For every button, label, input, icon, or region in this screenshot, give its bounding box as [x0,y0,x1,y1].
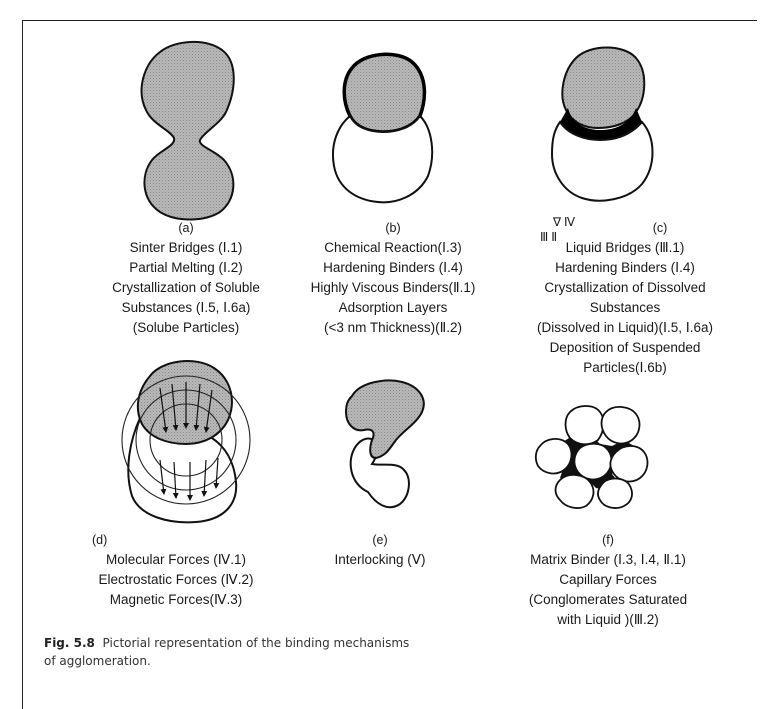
panel-d-line-1: Molecular Forces (Ⅳ.1) [66,550,286,570]
panel-e-tag: (e) [300,530,460,550]
panel-b-text: (b) Chemical Reaction(Ⅰ.3) Hardening Bin… [288,218,498,338]
molecular-forces-particles [122,361,250,522]
panel-a-tag: (a) [86,218,286,238]
panel-c-line-2: Hardening Binders (Ⅰ.4) [505,258,745,278]
panel-b-line-2: Hardening Binders (Ⅰ.4) [288,258,498,278]
caption-line-1: Pictorial representation of the binding … [103,636,410,650]
panel-a-line-4: Substances (Ⅰ.5, Ⅰ.6a) [86,298,286,318]
chemical-reaction-particles [333,54,432,202]
panel-a-line-3: Crystallization of Soluble [86,278,286,298]
panel-e-line-1: Interlocking (Ⅴ) [300,550,460,570]
panel-c-tag: (c) [505,218,745,238]
panel-c-text: (c) Liquid Bridges (Ⅲ.1) Hardening Binde… [505,218,745,378]
panel-b-line-3: Highly Viscous Binders(Ⅱ.1) [288,278,498,298]
panel-f-tag: (f) [488,530,728,550]
panel-b-line-4: Adsorption Layers [288,298,498,318]
panel-d-text: (d) Molecular Forces (Ⅳ.1) Electrostatic… [66,530,286,610]
panel-a-text: (a) Sinter Bridges (Ⅰ.1) Partial Melting… [86,218,286,338]
panel-f-line-2: Capillary Forces [488,570,728,590]
panel-d-line-2: Electrostatic Forces (Ⅳ.2) [66,570,286,590]
panel-f-line-4: with Liquid )(Ⅲ.2) [488,610,728,630]
panel-c-line-6: Deposition of Suspended [505,338,745,358]
sinter-bridge-particles [142,42,234,220]
panel-d-line-3: Magnetic Forces(Ⅳ.3) [66,590,286,610]
panel-c-line-1: Liquid Bridges (Ⅲ.1) [505,238,745,258]
caption-line-2: of agglomeration. [44,652,409,670]
panel-c-line-3: Crystallization of Dissolved [505,278,745,298]
panel-c-line-5: (Dissolved in Liquid)(Ⅰ.5, Ⅰ.6a) [505,318,745,338]
panel-c-line-7: Particles(Ⅰ.6b) [505,358,745,378]
liquid-bridge-particles [552,48,653,201]
caption-label: Fig. 5.8 [44,636,95,650]
panel-e-text: (e) Interlocking (Ⅴ) [300,530,460,570]
panel-b-tag: (b) [288,218,498,238]
interlocking-particles [346,381,424,508]
panel-a-line-5: (Solube Particles) [86,318,286,338]
panel-c-line-4: Substances [505,298,745,318]
panel-b-line-1: Chemical Reaction(Ⅰ.3) [288,238,498,258]
panel-f-line-3: (Conglomerates Saturated [488,590,728,610]
panel-a-line-2: Partial Melting (Ⅰ.2) [86,258,286,278]
panel-f-text: (f) Matrix Binder (Ⅰ.3, Ⅰ.4, Ⅱ.1) Capill… [488,530,728,630]
panel-d-tag: (d) [66,530,286,550]
panel-a-line-1: Sinter Bridges (Ⅰ.1) [86,238,286,258]
matrix-binder-particles [536,406,648,508]
panel-b-line-5: (<3 nm Thickness)(Ⅱ.2) [288,318,498,338]
figure-caption: Fig. 5.8 Pictorial representation of the… [44,634,409,670]
panel-f-line-1: Matrix Binder (Ⅰ.3, Ⅰ.4, Ⅱ.1) [488,550,728,570]
